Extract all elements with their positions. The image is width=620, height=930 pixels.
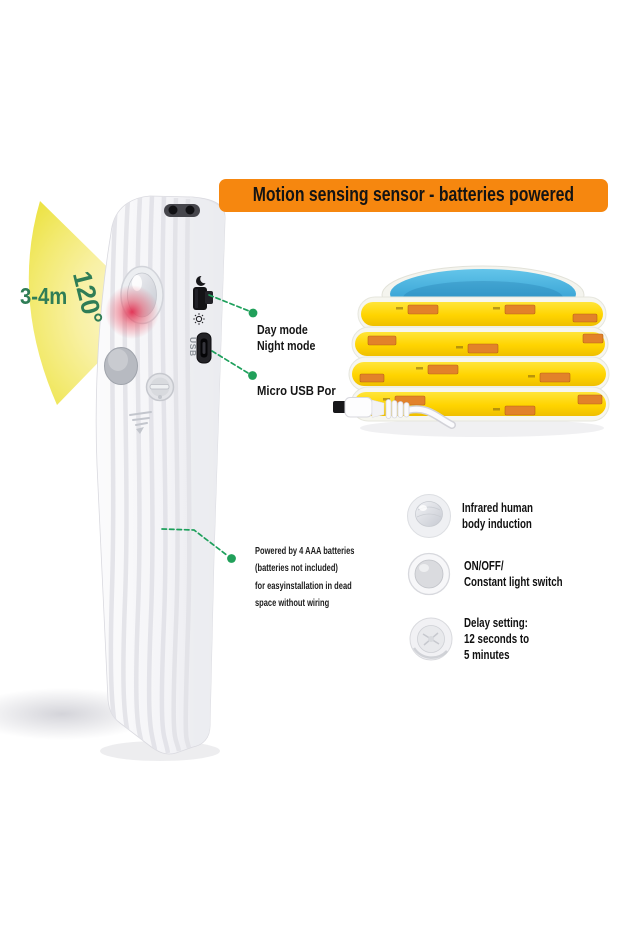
coil-wrap (351, 326, 609, 362)
day-night-switch (193, 287, 213, 310)
moon-icon (196, 274, 209, 286)
leader-dot-usb (248, 371, 257, 380)
delay-dial-icon (409, 617, 453, 661)
feature-label-delay: Delay setting: 12 seconds to 5 minutes (464, 615, 530, 662)
leader-dot-day-night (248, 308, 258, 318)
micro-usb-port (196, 332, 212, 364)
sun-icon (193, 313, 205, 325)
coil-wrap (348, 356, 610, 392)
solder-pad (467, 343, 499, 354)
battery-note: Powered by 4 AAA batteries (batteries no… (255, 546, 355, 609)
dc-plug (333, 397, 456, 429)
detection-beam-cone (28, 201, 150, 405)
dc-jack-hole (164, 204, 200, 217)
banner: Motion sensing sensor - batteries powere… (219, 179, 608, 212)
chevron-marks (129, 411, 152, 434)
function-button (104, 347, 138, 385)
onoff-button-icon (407, 552, 451, 596)
coil-shadow (360, 419, 604, 437)
pir-dome-icon (407, 494, 451, 538)
leader-lines (161, 294, 250, 557)
micro-usb-callout: Micro USB Por (257, 384, 336, 398)
feature-label-onoff: ON/OFF/ Constant light switch (464, 558, 563, 589)
coil-wrap (357, 296, 607, 332)
solder-pad (572, 313, 598, 323)
solder-pad (367, 335, 397, 346)
led-strip-coil (333, 265, 610, 437)
solder-pad (504, 405, 536, 416)
solder-pad (427, 364, 459, 375)
feature-label-infrared: Infrared human body induction (462, 500, 533, 531)
solder-pad (582, 333, 604, 344)
delay-dial (145, 372, 175, 402)
day-night-mode-callout: Day mode Night mode (257, 323, 316, 353)
solder-pad (359, 373, 385, 383)
leader-line-day-night (208, 294, 250, 312)
sensor-glow (105, 285, 159, 339)
leader-dot-battery (227, 554, 236, 563)
solder-pad (407, 304, 439, 315)
usb-port-label: USB (188, 337, 198, 357)
sensor-device-photo (95, 195, 226, 755)
solder-pad (577, 394, 603, 405)
leader-line-battery (161, 528, 229, 557)
solder-pad (504, 304, 536, 315)
solder-pad (539, 372, 571, 383)
leader-line-usb (211, 350, 249, 374)
banner-title: Motion sensing sensor - batteries powere… (252, 184, 575, 206)
detection-range-label: 3-4m (20, 283, 68, 309)
